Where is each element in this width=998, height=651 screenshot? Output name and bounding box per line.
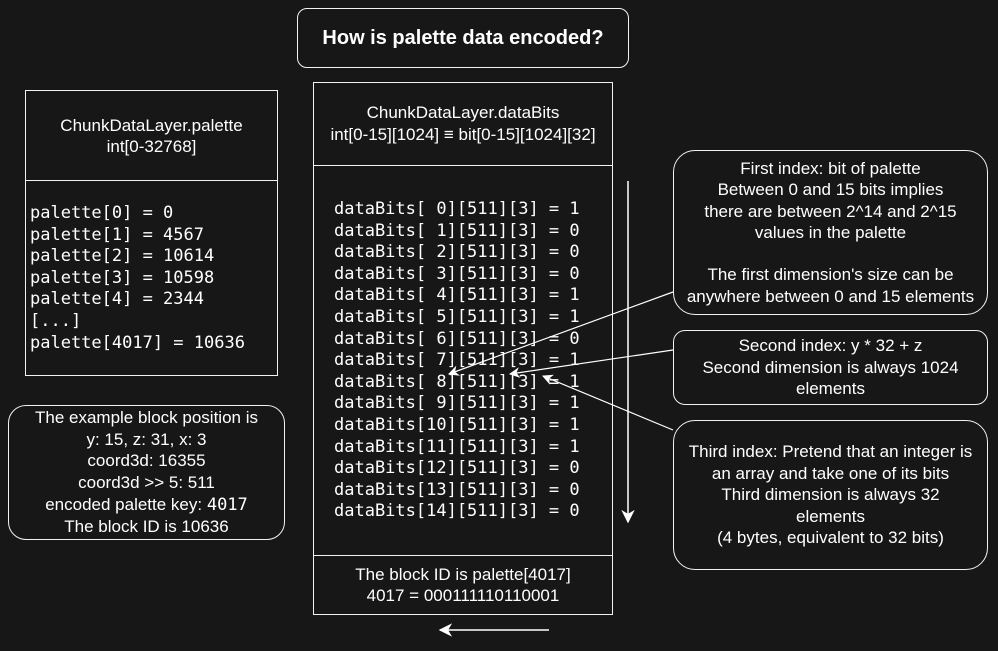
note-line: anywhere between 0 and 15 elements	[686, 286, 975, 306]
note-line: Third index: Pretend that an integer is	[688, 442, 973, 462]
note-line: Between 0 and 15 bits implies	[717, 180, 944, 200]
note-line: elements	[796, 506, 865, 526]
note-line: First index: bit of palette	[740, 158, 921, 178]
databits-row: dataBits[ 3][511][3] = 0	[334, 263, 580, 284]
palette-entry: palette[4] = 2344	[30, 289, 204, 310]
databits-row: dataBits[14][511][3] = 0	[334, 501, 580, 522]
databits-row: dataBits[10][511][3] = 1	[334, 414, 580, 435]
palette-entry: [...]	[30, 310, 82, 331]
example-key-label: encoded palette key:	[45, 494, 203, 514]
note-line: Second dimension is always 1024	[702, 357, 959, 377]
palette-header-type: int[0-32768]	[106, 136, 197, 156]
example-key-value: 4017	[206, 494, 248, 515]
databits-header-name: ChunkDataLayer.dataBits	[366, 103, 560, 122]
databits-row: dataBits[13][511][3] = 0	[334, 479, 580, 500]
databits-header: ChunkDataLayer.dataBits int[0-15][1024] …	[313, 82, 613, 166]
palette-entry: palette[0] = 0	[30, 203, 174, 223]
example-line-key: encoded palette key: 4017	[45, 494, 248, 517]
databits-row: dataBits[12][511][3] = 0	[334, 458, 580, 479]
example-line: y: 15, z: 31, x: 3	[86, 429, 207, 449]
note-first-index: First index: bit of palette Between 0 an…	[673, 150, 988, 315]
example-line: coord3d: 16355	[87, 451, 206, 471]
note-second-index: Second index: y * 32 + z Second dimensio…	[673, 330, 988, 405]
note-third-index: Third index: Pretend that an integer is …	[673, 420, 988, 570]
databits-row: dataBits[ 0][511][3] = 1	[334, 199, 580, 219]
palette-entry: palette[2] = 10614	[30, 246, 215, 267]
note-line: values in the palette	[754, 223, 907, 242]
palette-values: palette[0] = 0 palette[1] = 4567 palette…	[25, 180, 278, 376]
databits-row: dataBits[ 7][511][3] = 1	[334, 350, 580, 371]
example-block-box: The example block position is y: 15, z: …	[8, 405, 285, 540]
databits-footer: The block ID is palette[4017] 4017 = 000…	[313, 555, 613, 615]
note-line: Third dimension is always 32	[721, 485, 940, 505]
palette-header-name: ChunkDataLayer.palette	[60, 115, 243, 135]
example-line: The example block position is	[34, 408, 258, 428]
databits-row: dataBits[ 9][511][3] = 1	[334, 393, 580, 414]
databits-row: dataBits[ 4][511][3] = 1	[334, 285, 580, 306]
diagram-title-text: How is palette data encoded?	[322, 26, 604, 49]
databits-row: dataBits[11][511][3] = 1	[334, 436, 580, 457]
databits-row: dataBits[ 5][511][3] = 1	[334, 306, 580, 327]
note-line: The first dimension's size can be	[707, 265, 954, 285]
diagram-title: How is palette data encoded?	[297, 8, 629, 68]
databits-header-type: int[0-15][1024] ≡ bit[0-15][1024][32]	[330, 125, 596, 144]
databits-rows: dataBits[ 0][511][3] = 1 dataBits[ 1][51…	[313, 165, 613, 556]
databits-footer-line: 4017 = 000111110110001	[366, 586, 560, 605]
databits-row: dataBits[ 1][511][3] = 0	[334, 220, 580, 241]
palette-entry: palette[4017] = 10636	[30, 332, 245, 353]
note-line: Second index: y * 32 + z	[738, 336, 923, 356]
note-line: (4 bytes, equivalent to 32 bits)	[717, 528, 944, 548]
palette-entry: palette[3] = 10598	[30, 267, 215, 288]
databits-row: dataBits[ 2][511][3] = 0	[334, 242, 580, 263]
databits-row: dataBits[ 8][511][3] = 1	[334, 371, 580, 392]
note-line: there are between 2^14 and 2^15	[704, 201, 957, 221]
example-line: coord3d >> 5: 511	[78, 473, 215, 492]
palette-entry: palette[1] = 4567	[30, 224, 204, 245]
palette-header: ChunkDataLayer.palette int[0-32768]	[25, 90, 278, 181]
note-line: elements	[796, 379, 865, 399]
databits-row: dataBits[ 6][511][3] = 0	[334, 328, 580, 349]
databits-footer-line: The block ID is palette[4017]	[355, 565, 571, 584]
note-line: an array and take one of its bits	[711, 463, 950, 483]
example-line: The block ID is 10636	[64, 517, 229, 537]
